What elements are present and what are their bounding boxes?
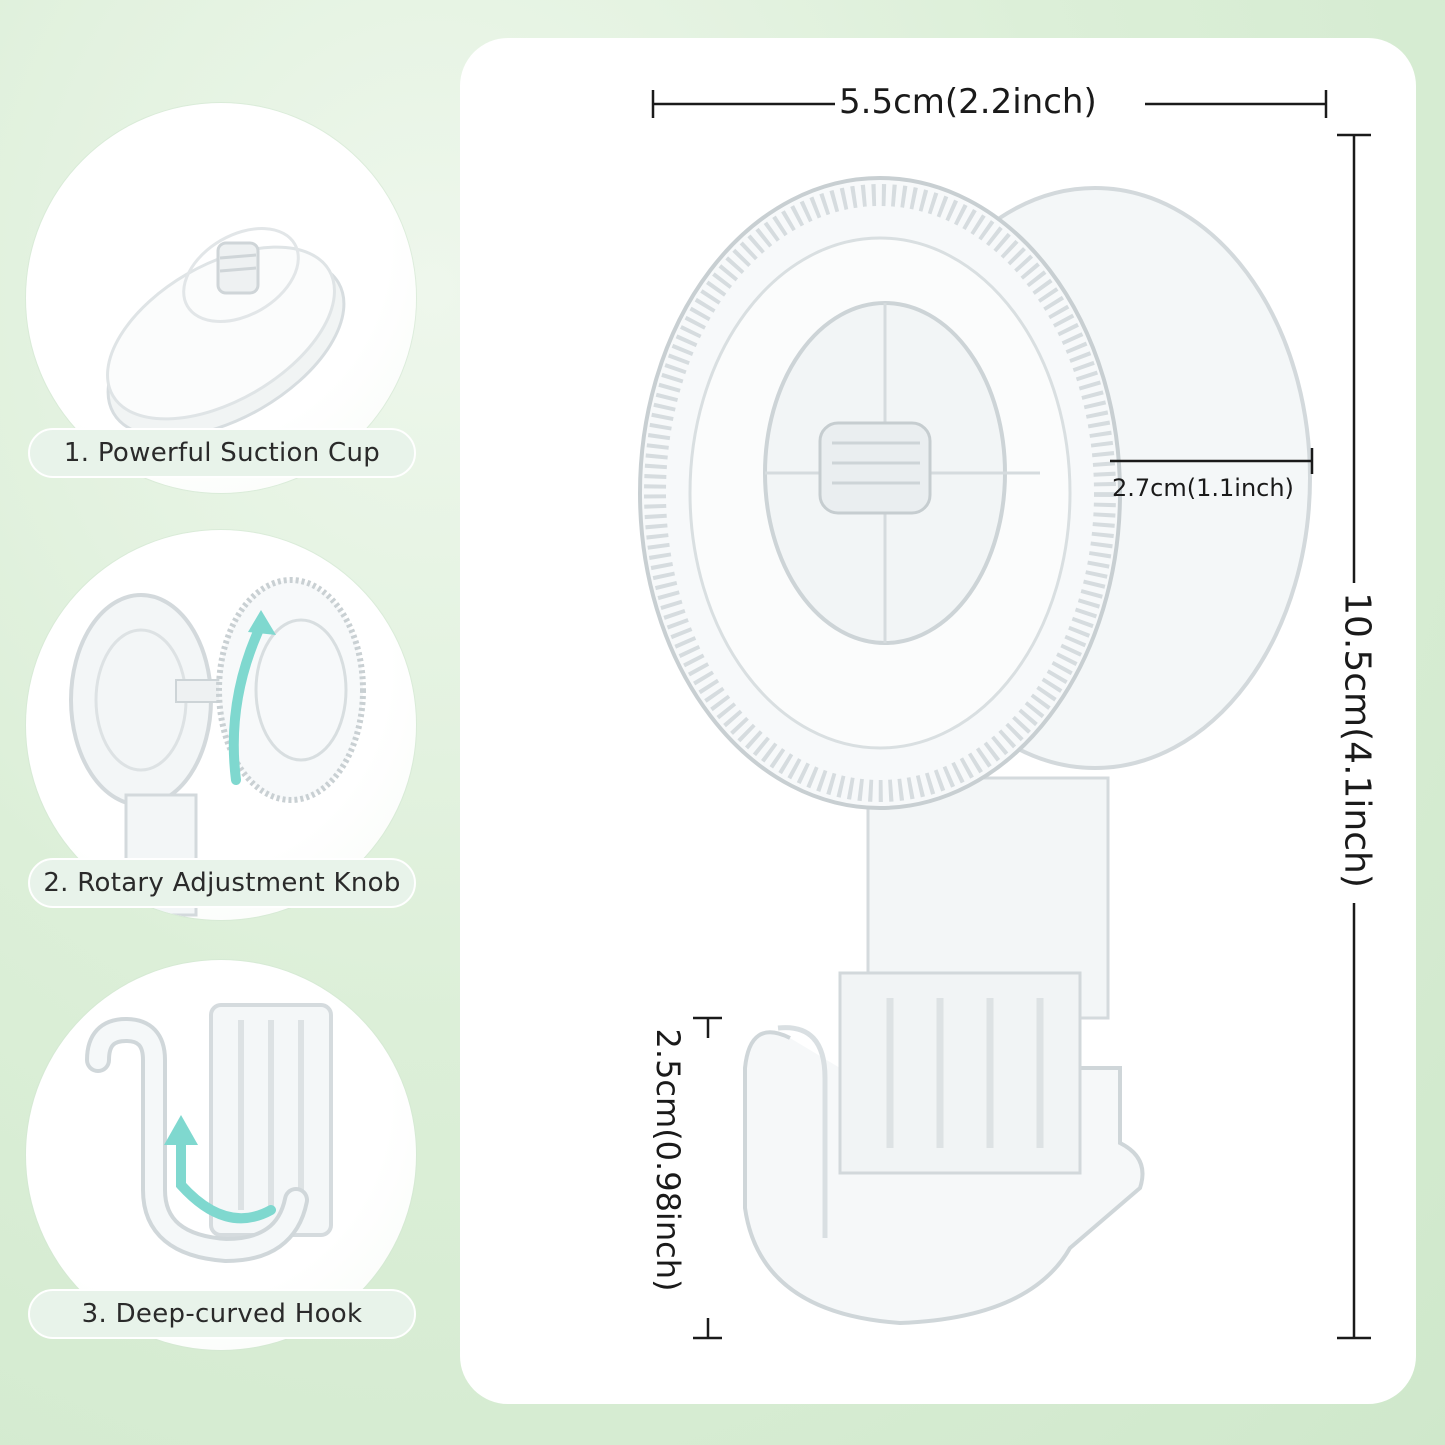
- suction-hook-product-image: [638, 90, 1371, 1340]
- curved-hook-icon: [85, 1003, 333, 1264]
- product-dimension-panel: [460, 38, 1416, 1404]
- feature-label-3: 3. Deep-curved Hook: [28, 1289, 416, 1339]
- feature-image-rotary-knob: [26, 530, 416, 920]
- feature-image-hook: [26, 960, 416, 1350]
- rotation-arrow-icon: [228, 620, 266, 785]
- rotary-knob-icon: [69, 577, 366, 917]
- hook-depth-label: 2.5cm(0.98inch): [649, 1022, 687, 1298]
- curve-arrow-icon: [176, 1125, 276, 1224]
- suction-cup-icon: [106, 227, 346, 439]
- height-dimension-label: 10.5cm(4.1inch): [1336, 586, 1378, 894]
- feature-label-2: 2. Rotary Adjustment Knob: [28, 858, 416, 908]
- dimension-lines: [651, 90, 1371, 1340]
- knob-diameter-label: 2.7cm(1.1inch): [1112, 474, 1294, 502]
- width-dimension-label: 5.5cm(2.2inch): [835, 82, 1101, 122]
- feature-label-1: 1. Powerful Suction Cup: [28, 428, 416, 478]
